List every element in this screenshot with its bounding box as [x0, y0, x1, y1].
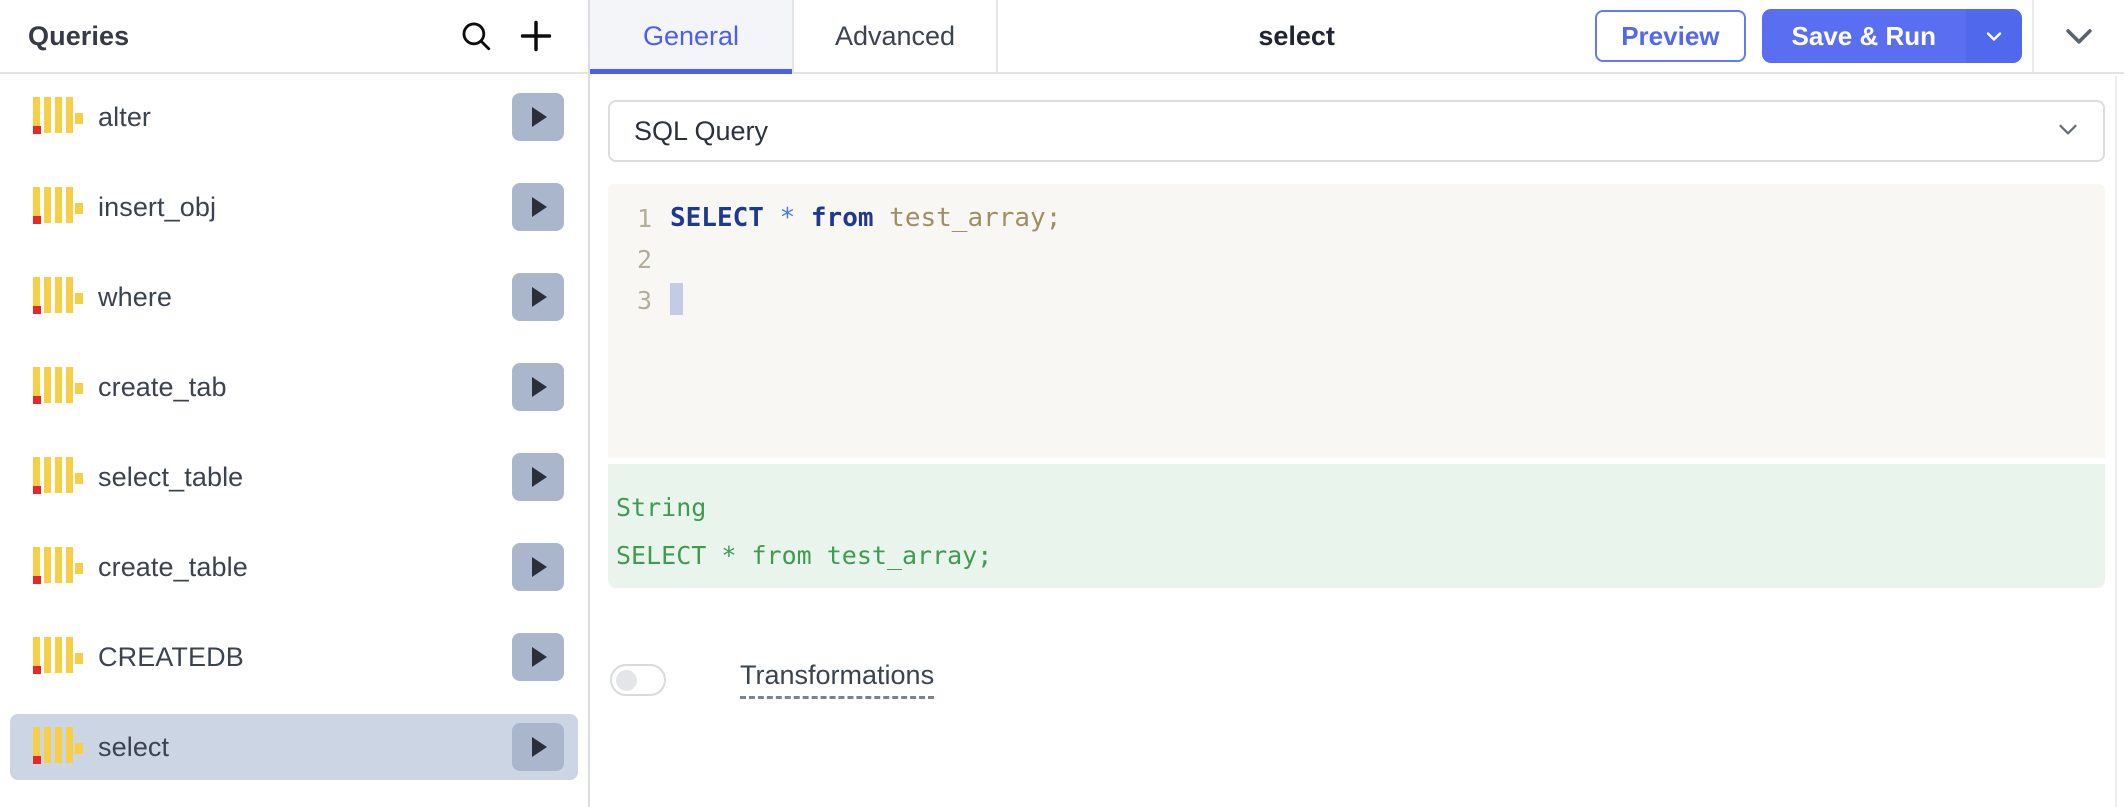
- collapse-panel-chevron-down-icon[interactable]: [2032, 0, 2124, 72]
- play-icon[interactable]: [512, 363, 564, 411]
- code-line: 1 SELECT * from test_array;: [608, 198, 2105, 239]
- code-line: 3: [608, 280, 2105, 321]
- queries-sidebar: Queries alter: [0, 0, 590, 807]
- save-and-run-button[interactable]: Save & Run: [1761, 9, 1967, 63]
- play-icon[interactable]: [512, 453, 564, 501]
- list-item-label: alter: [98, 101, 152, 132]
- list-item[interactable]: where: [10, 264, 578, 330]
- list-item-label: select_table: [98, 461, 244, 492]
- code-line-content: [670, 280, 683, 321]
- play-icon[interactable]: [512, 633, 564, 681]
- sql-code-editor[interactable]: 1 SELECT * from test_array; 2 3: [608, 184, 2105, 458]
- sql-token-space: [874, 203, 890, 233]
- sql-token-space: [764, 203, 780, 233]
- chevron-down-icon[interactable]: [1966, 9, 2023, 63]
- query-type-select-value: SQL Query: [634, 115, 769, 146]
- query-file-icon: [30, 365, 83, 409]
- list-item-label: CREATEDB: [98, 641, 244, 672]
- editor-topbar: General Advanced select Preview Save & R…: [590, 0, 2124, 74]
- preview-value: SELECT * from test_array;: [616, 541, 993, 570]
- main-panel: General Advanced select Preview Save & R…: [590, 0, 2124, 807]
- list-item[interactable]: alter: [10, 84, 578, 150]
- code-line: 2: [608, 239, 2105, 280]
- play-icon[interactable]: [512, 273, 564, 321]
- query-file-icon: [30, 185, 83, 229]
- sql-token-punctuation: ;: [1045, 203, 1062, 233]
- preview-button[interactable]: Preview: [1595, 10, 1746, 62]
- chevron-down-icon[interactable]: [2053, 114, 2083, 149]
- query-type-select[interactable]: SQL Query: [608, 100, 2105, 162]
- list-item[interactable]: create_tab: [10, 354, 578, 420]
- line-number: 3: [636, 286, 652, 315]
- list-item-label: create_table: [98, 551, 248, 582]
- query-file-icon: [30, 95, 83, 139]
- list-item-label: insert_obj: [98, 191, 217, 222]
- save-run-button-group: Save & Run: [1761, 9, 2023, 63]
- play-icon[interactable]: [512, 183, 564, 231]
- sql-token-star: *: [779, 203, 796, 233]
- list-item[interactable]: create_table: [10, 534, 578, 600]
- query-file-icon: [30, 275, 83, 319]
- query-file-icon: [30, 725, 83, 769]
- document-title: select: [1258, 20, 1335, 51]
- search-icon[interactable]: [446, 6, 506, 66]
- topbar-actions: Preview Save & Run: [1595, 0, 2032, 72]
- list-item-label: create_tab: [98, 371, 227, 402]
- list-item-label: select: [98, 731, 170, 762]
- query-file-icon: [30, 455, 83, 499]
- text-cursor: [670, 283, 683, 315]
- toggle-knob: [616, 669, 637, 691]
- preview-type-label: String: [616, 493, 707, 522]
- line-number: 2: [636, 245, 652, 274]
- list-item[interactable]: CREATEDB: [10, 624, 578, 690]
- tab-general[interactable]: General: [590, 0, 794, 74]
- topbar-spacer-right: [1365, 0, 1595, 72]
- tab-advanced-label: Advanced: [834, 20, 956, 51]
- sql-token-identifier: test_array: [889, 203, 1046, 233]
- transformations-row: Transformations: [608, 660, 2110, 699]
- transformations-toggle[interactable]: [610, 663, 666, 696]
- query-file-icon: [30, 635, 83, 679]
- query-file-icon: [30, 545, 83, 589]
- query-result-preview: String SELECT * from test_array;: [608, 464, 2105, 588]
- add-query-plus-icon[interactable]: [506, 6, 566, 66]
- line-number: 1: [636, 204, 652, 233]
- query-list: alter insert_obj where: [0, 74, 588, 807]
- list-item[interactable]: select_table: [10, 444, 578, 510]
- vertical-scrollbar[interactable]: [2115, 76, 2124, 807]
- transformations-label[interactable]: Transformations: [740, 660, 935, 699]
- tab-general-label: General: [642, 20, 740, 51]
- tab-advanced[interactable]: Advanced: [794, 0, 998, 72]
- sql-token-space: [795, 203, 811, 233]
- sidebar-header: Queries: [0, 0, 588, 74]
- sql-token-keyword: SELECT: [670, 203, 764, 233]
- play-icon[interactable]: [512, 543, 564, 591]
- editor-body: SQL Query 1 SELECT * from test_array; 2: [590, 74, 2124, 807]
- topbar-spacer: [998, 0, 1228, 72]
- sql-token-keyword: from: [810, 203, 874, 233]
- play-icon[interactable]: [512, 723, 564, 771]
- list-item[interactable]: insert_obj: [10, 174, 578, 240]
- page-title: Queries: [28, 20, 130, 51]
- list-item-selected[interactable]: select: [10, 714, 578, 780]
- code-line-content: SELECT * from test_array;: [670, 198, 1061, 239]
- list-item-label: where: [98, 281, 173, 312]
- play-icon[interactable]: [512, 93, 564, 141]
